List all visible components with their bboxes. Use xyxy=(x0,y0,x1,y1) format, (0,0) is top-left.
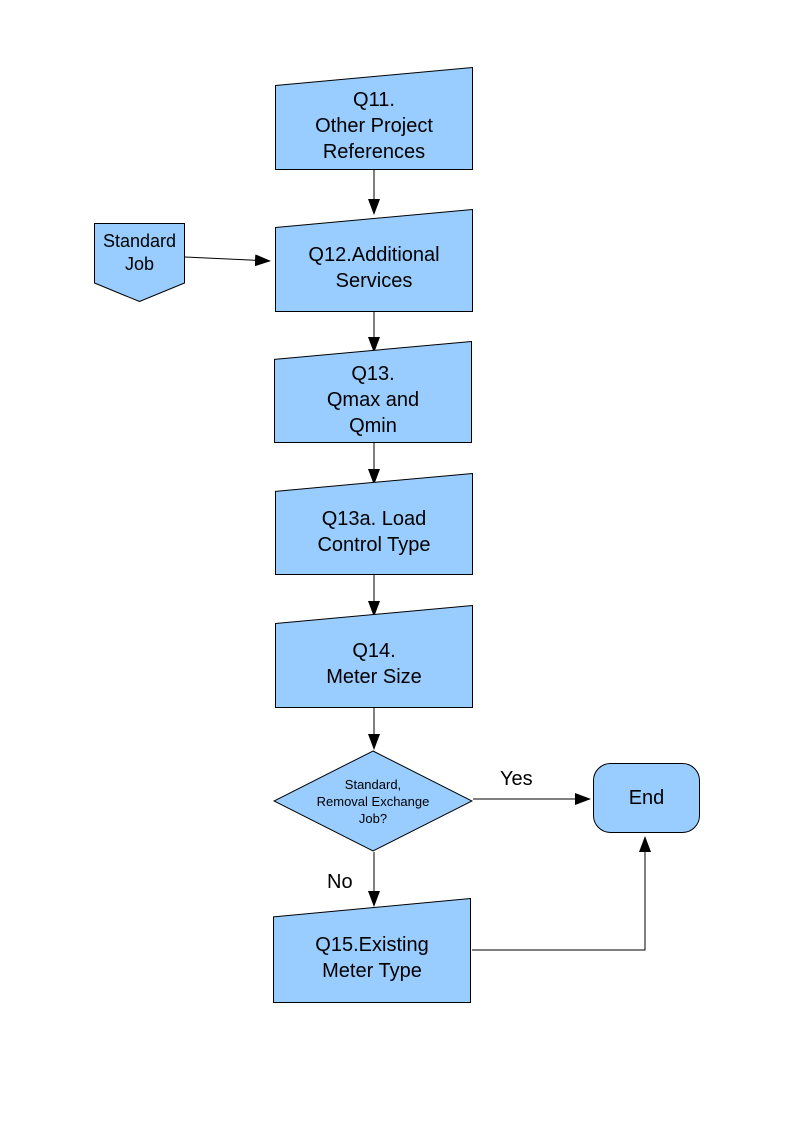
edge-label-yes: Yes xyxy=(500,768,533,790)
node-label: End xyxy=(628,786,665,809)
node-label: Standard Job xyxy=(102,230,177,274)
node-label: Q12.Additional Services xyxy=(308,244,440,292)
node-q13a-load-control-type: Q13a. Load Control Type xyxy=(275,473,473,575)
node-label: Q11. Other Project References xyxy=(315,89,433,163)
pentagon-down-shape xyxy=(94,223,185,302)
node-label: Standard, Removal Exchange Job? xyxy=(316,776,430,826)
node-label: Q14. Meter Size xyxy=(326,640,422,688)
manual-input-shape xyxy=(274,341,472,443)
manual-input-shape xyxy=(275,67,473,170)
node-q11-other-project-references: Q11. Other Project References xyxy=(275,67,473,170)
node-label: Q13a. Load Control Type xyxy=(317,507,431,556)
node-q14-meter-size: Q14. Meter Size xyxy=(275,605,473,708)
manual-input-shape xyxy=(275,605,473,708)
terminator-shape xyxy=(593,763,700,833)
node-q15-existing-meter-type: Q15.Existing Meter Type xyxy=(273,898,471,1003)
manual-input-shape xyxy=(275,209,473,312)
edge-label-no: No xyxy=(327,871,353,893)
edge-q15-to-end xyxy=(472,836,651,951)
node-decision-standard-removal-exchange-job: Standard, Removal Exchange Job? xyxy=(273,750,473,852)
node-q12-additional-services: Q12.Additional Services xyxy=(275,209,473,312)
node-end-terminator: End xyxy=(593,763,700,833)
diamond-shape xyxy=(273,750,473,852)
edge-standardjob-to-q12 xyxy=(184,254,271,267)
manual-input-shape xyxy=(275,473,473,575)
node-label: Q13. Qmax and Qmin xyxy=(326,362,420,437)
node-label: Q15.Existing Meter Type xyxy=(315,934,429,982)
manual-input-shape xyxy=(273,898,471,1003)
node-q13-qmax-and-qmin: Q13. Qmax and Qmin xyxy=(274,341,472,443)
node-standard-job: Standard Job xyxy=(94,223,185,302)
